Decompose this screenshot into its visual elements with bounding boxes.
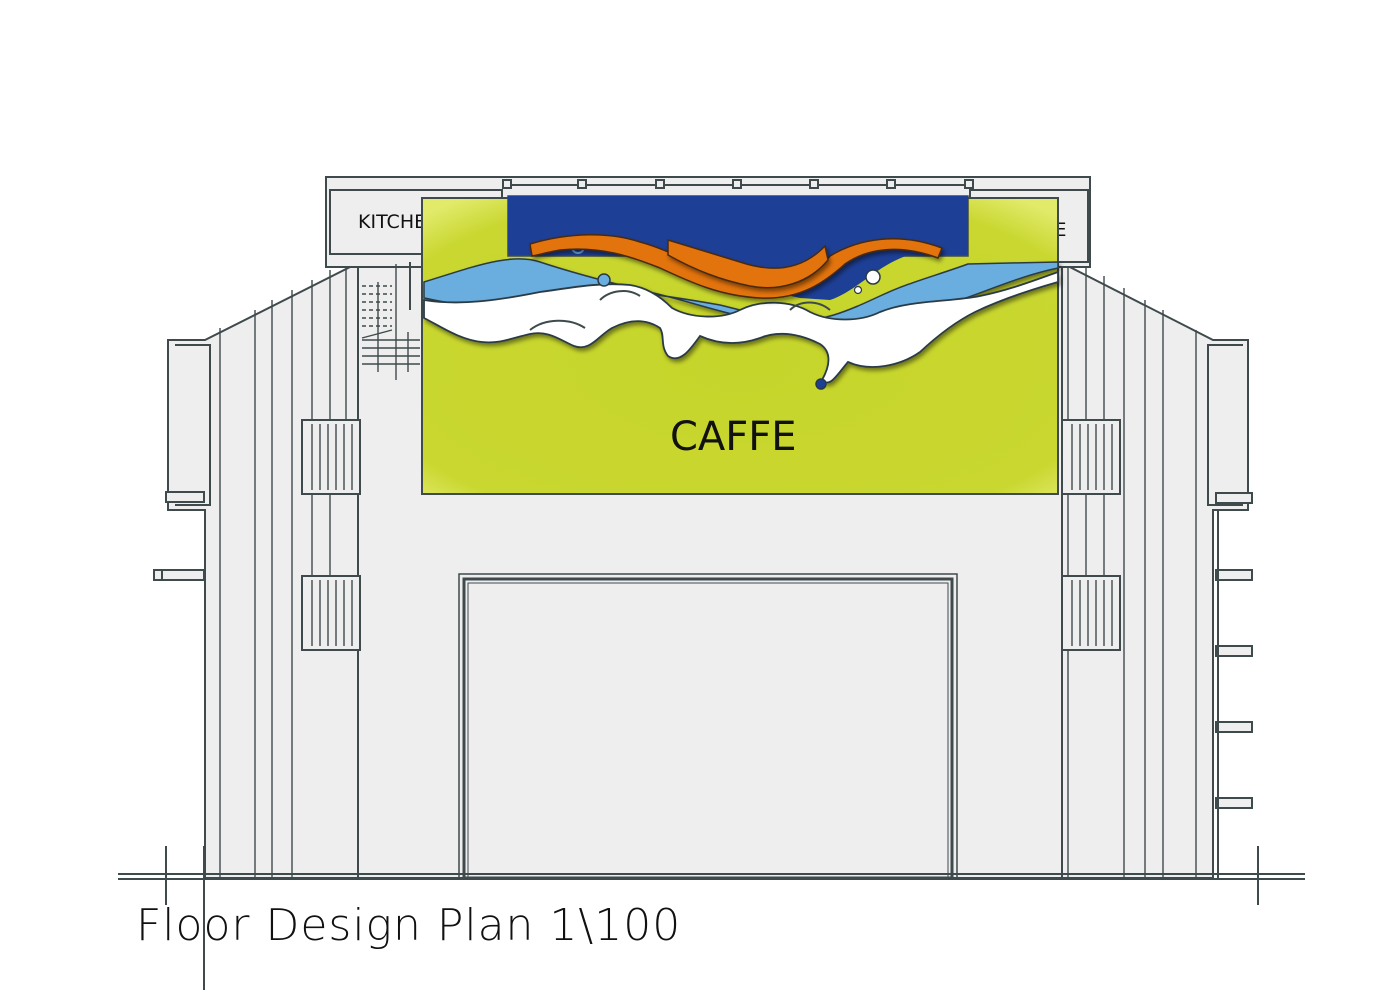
drawing-title: Floor Design Plan 1\100	[136, 900, 682, 951]
facade-ticks	[502, 179, 974, 189]
left-wing	[153, 268, 361, 878]
right-wing	[1061, 266, 1253, 878]
ground-line	[118, 846, 1305, 990]
kitchen-label: KITCHEN	[358, 211, 440, 233]
stairs-icon	[361, 262, 420, 380]
caffe-area: CAFFE	[421, 195, 1059, 495]
caffe-label: CAFFE	[670, 414, 797, 460]
